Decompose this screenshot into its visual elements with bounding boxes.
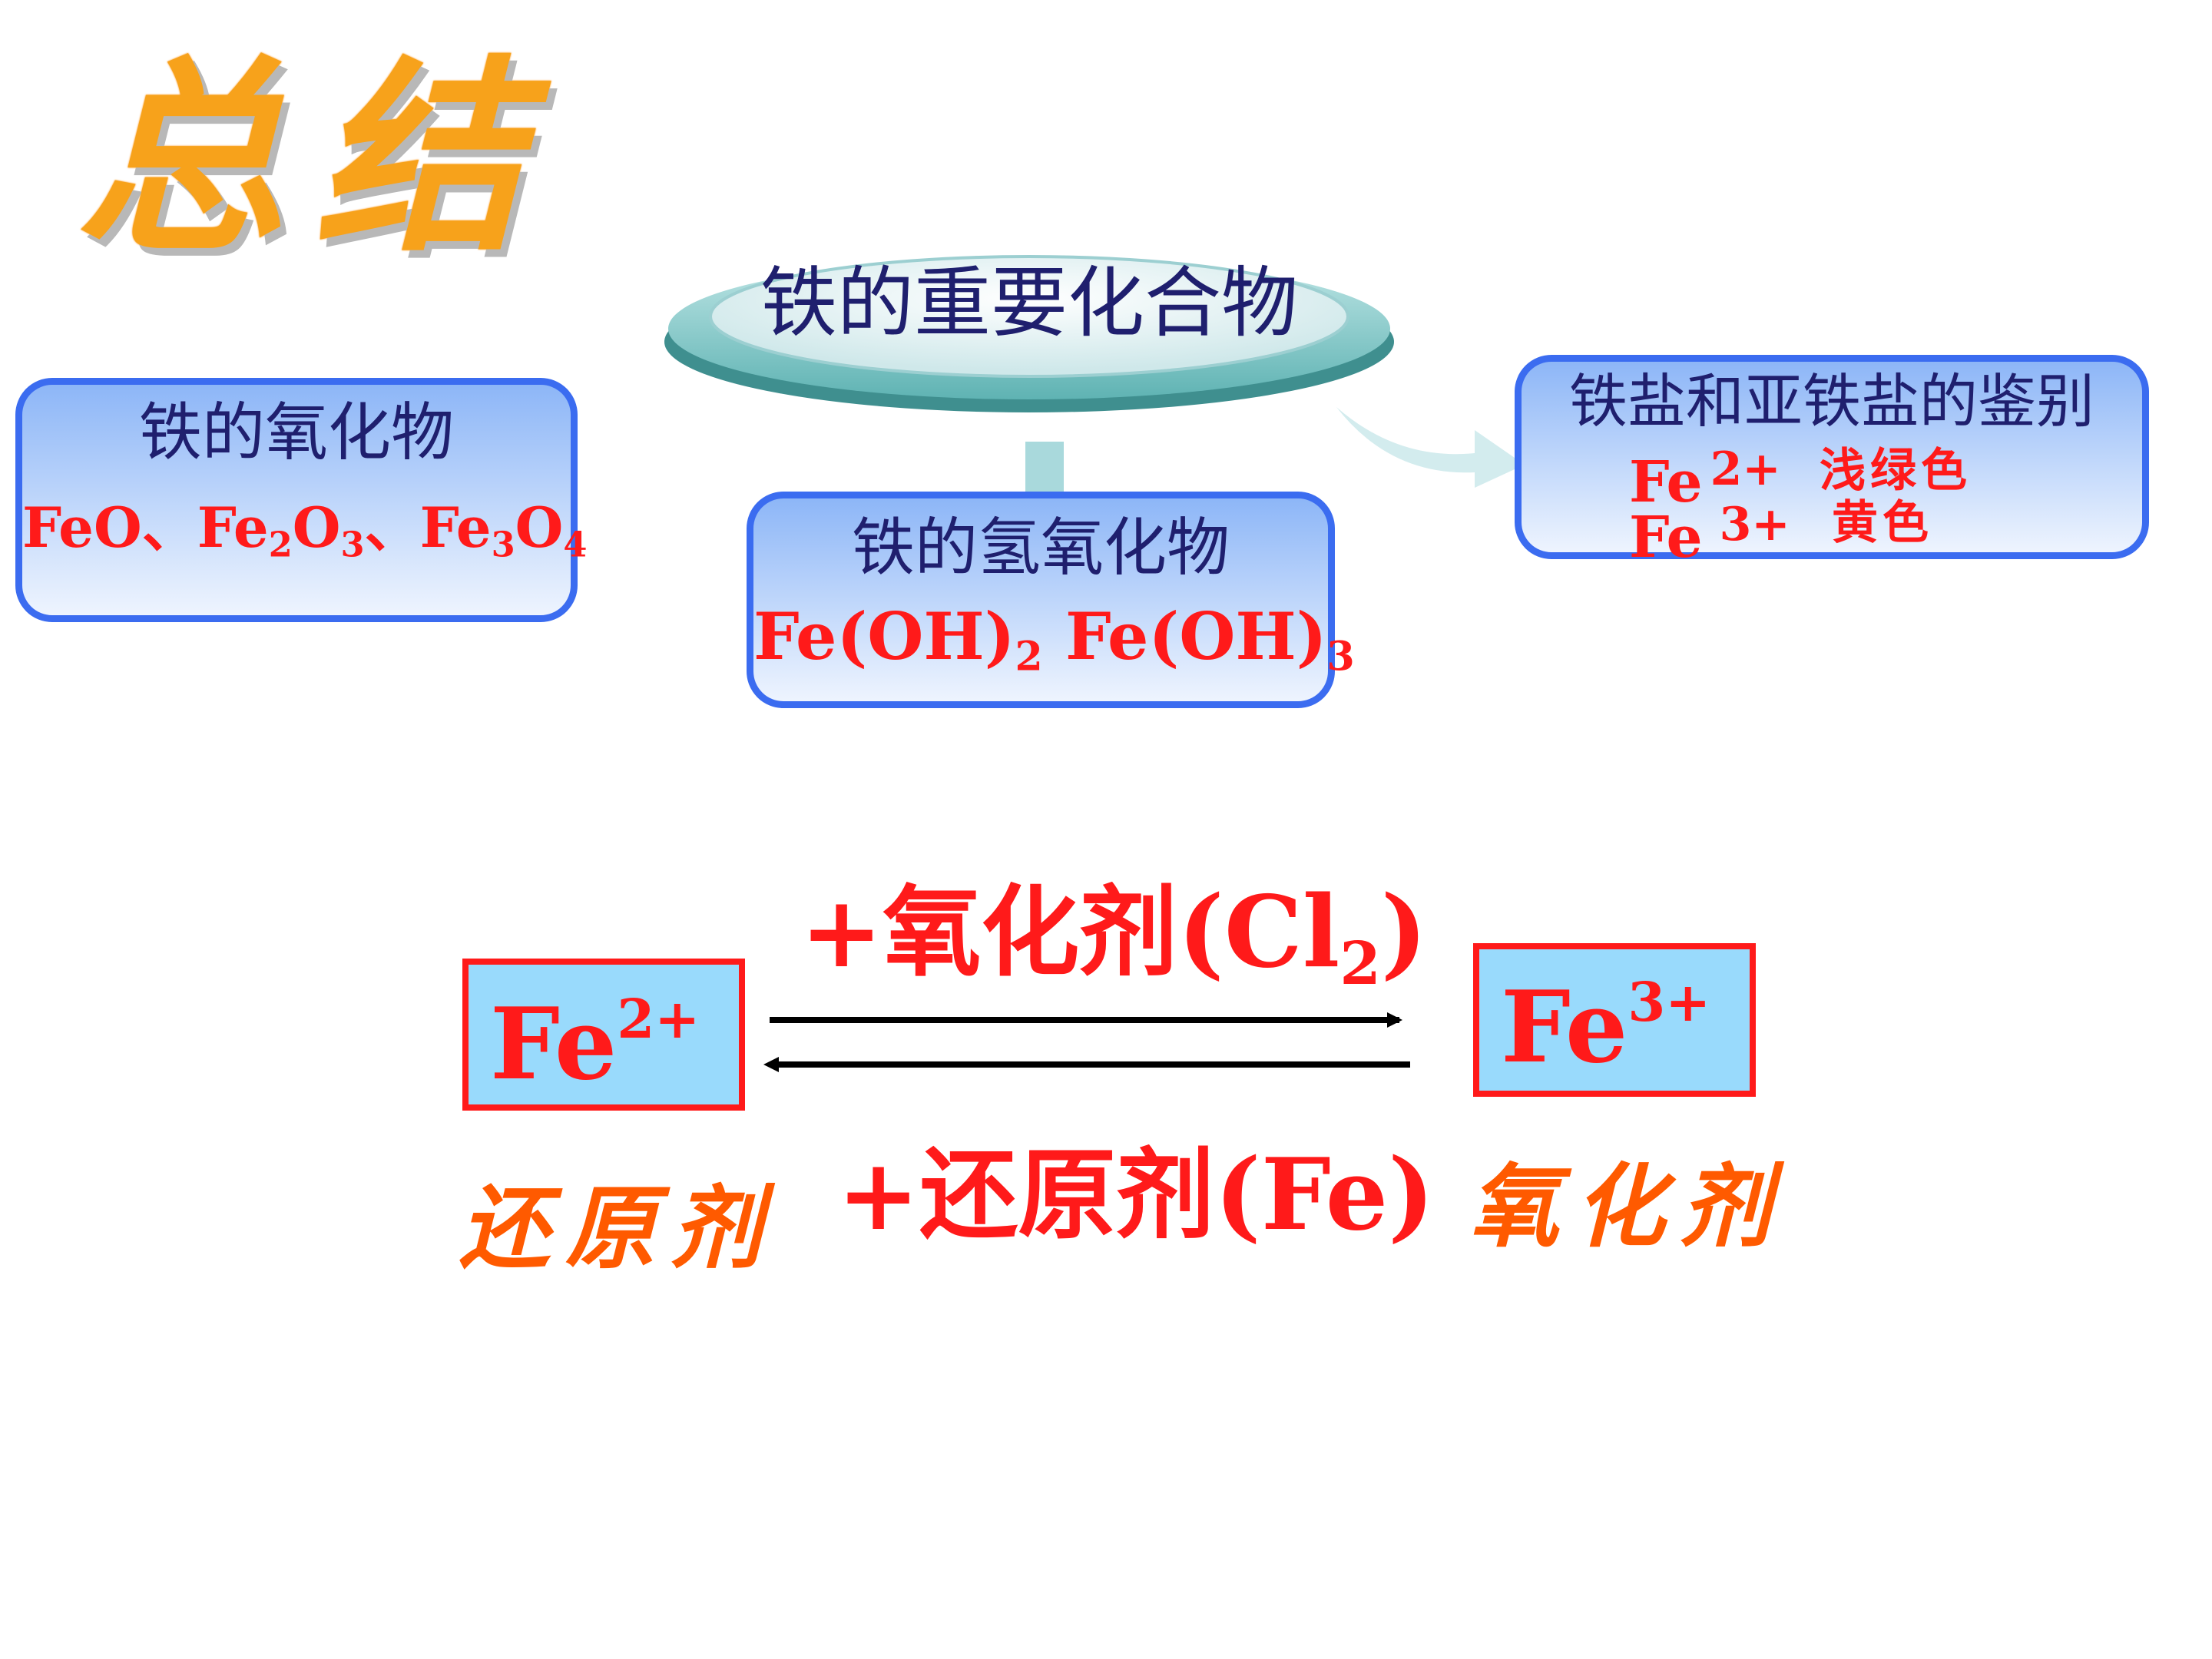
color-fe2: 浅绿色 (1820, 444, 1972, 498)
oxidizing-agent-label: 氧化剂 (1469, 1153, 1787, 1260)
identification-title: 铁盐和亚铁盐的鉴别 (1569, 367, 2094, 435)
hydroxides-formulas: Fe(OH)2 Fe(OH)3 (753, 598, 1355, 680)
fe2-ion-label: Fe2+ (490, 987, 700, 1102)
forward-reagent-label: +氧化剂(Cl2) (800, 875, 1428, 999)
reverse-reagent-label: +还原剂(Fe) (837, 1137, 1435, 1253)
hydroxides-box: 铁的氢氧化物 Fe(OH)2 Fe(OH)3 (747, 492, 1355, 708)
page-title: 总结 (77, 35, 553, 280)
fe3-ion-box: Fe3+ (1473, 943, 1756, 1097)
arrow-right-icon (1329, 392, 1528, 492)
color-fe3: 黄色 (1832, 496, 1933, 550)
center-node-label: 铁的重要化合物 (760, 258, 1298, 348)
fe2-ion-box: Fe2+ (462, 959, 745, 1111)
oxides-box: 铁的氧化物 FeO、Fe2O3、Fe3O4 (15, 378, 588, 622)
oxides-formulas: FeO、Fe2O3、Fe3O4 (22, 495, 588, 565)
hydroxides-title: 铁的氢氧化物 (851, 512, 1230, 584)
equilibrium-arrows (760, 998, 1421, 1075)
reducing-agent-label: 还原剂 (459, 1174, 778, 1281)
fe3-ion-label: Fe3+ (1501, 970, 1711, 1085)
oxides-title: 铁的氧化物 (138, 396, 454, 469)
center-node-shape (661, 230, 1398, 422)
